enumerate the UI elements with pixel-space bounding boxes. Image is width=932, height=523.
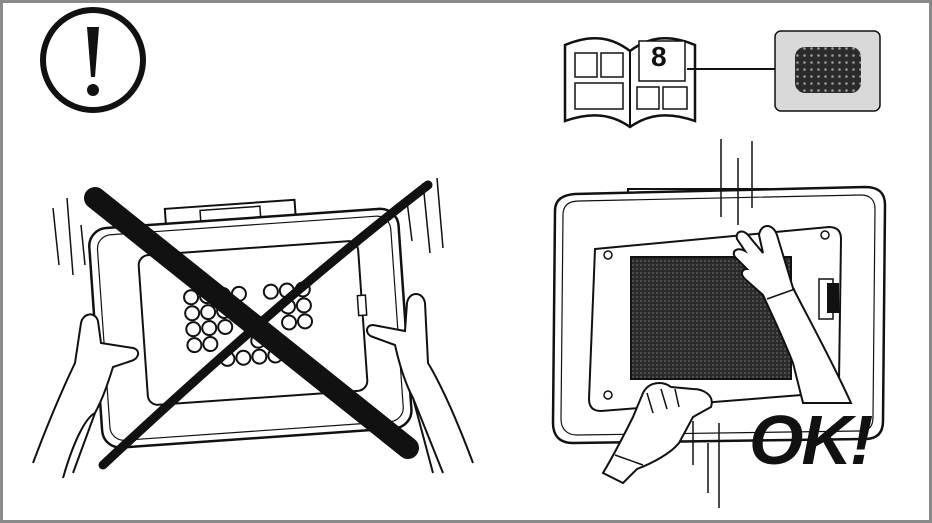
manual-book-icon (565, 38, 695, 127)
ok-label: OK! (749, 405, 871, 475)
manual-page-number: 8 (651, 41, 667, 73)
wrong-method-panel (33, 178, 473, 478)
exclamation-icon (43, 10, 143, 110)
filter-card (775, 31, 880, 111)
